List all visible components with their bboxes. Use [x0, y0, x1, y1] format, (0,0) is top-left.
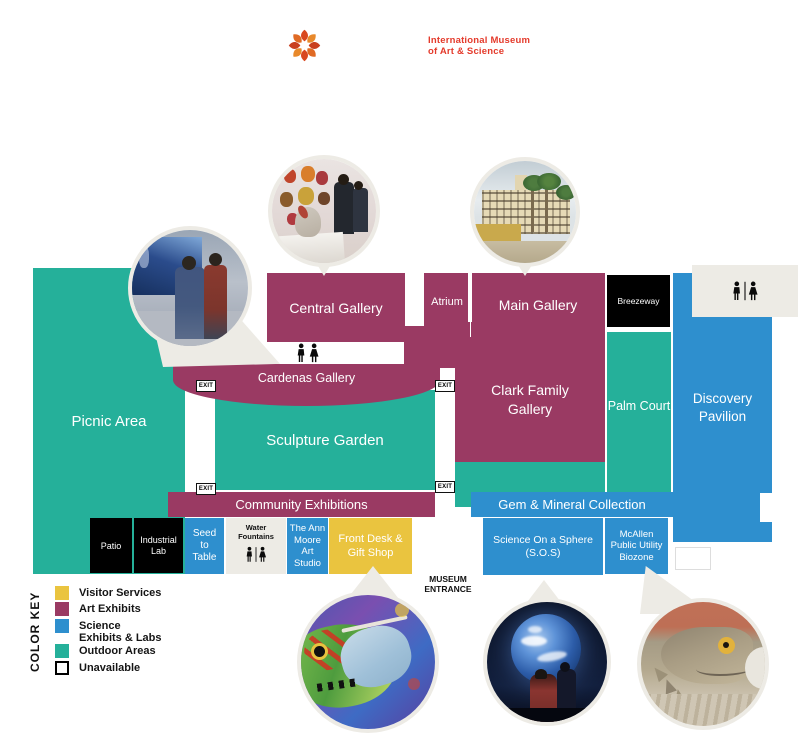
- legend-item-visitor-services: Visitor Services: [55, 586, 161, 600]
- fish-sculpture-photo: [297, 591, 439, 733]
- legend-item-outdoor-areas: Outdoor Areas: [55, 644, 156, 658]
- room-industrial-lab: Industrial Lab: [134, 518, 183, 573]
- room-seed-to-table: Seed to Table: [185, 518, 224, 574]
- room-atrium: Atrium: [424, 273, 470, 331]
- legend-swatch: [55, 586, 69, 600]
- visitors-viewing-screen-photo: [128, 226, 252, 350]
- room-sculpture-garden: Sculpture Garden: [215, 390, 435, 490]
- room-patio: Patio: [90, 518, 132, 573]
- bearded-dragon-photo: [637, 598, 769, 730]
- historic-building-photo: [470, 157, 580, 267]
- masks-exhibit-photo: [268, 155, 380, 267]
- room-community-exhibitions: Community Exhibitions: [168, 492, 435, 517]
- museum-brand-text: International Museum of Art & Science: [428, 35, 531, 57]
- restroom-icon: [293, 342, 323, 364]
- legend-swatch: [55, 661, 69, 675]
- room-ann-moore-art-studio: The Ann Moore Art Studio: [287, 518, 328, 574]
- room-breezeway: Breezeway: [607, 275, 670, 327]
- room-mcallen-biozone: McAllen Public Utility Biozone: [605, 518, 668, 574]
- legend-swatch: [55, 619, 69, 633]
- exit-sign: EXIT: [196, 483, 216, 495]
- legend-item-unavailable: Unavailable: [55, 661, 140, 675]
- science-on-sphere-earth-photo: [483, 598, 611, 726]
- museum-entrance-corridor: [415, 517, 481, 600]
- restroom-icon: [246, 546, 267, 562]
- color-key-title: COLOR KEY: [28, 591, 42, 672]
- exit-sign: EXIT: [196, 380, 216, 392]
- room-main-gallery: Main Gallery: [471, 273, 605, 337]
- restroom-icon: [733, 281, 758, 301]
- room-cardenas-gallery: Cardenas Gallery: [173, 364, 440, 406]
- room-discovery-pavilion: Discovery Pavilion: [673, 273, 772, 542]
- room-central-gallery: Central Gallery: [267, 273, 405, 342]
- imas-pinwheel-logo-icon: [286, 27, 323, 64]
- room-palm-court: Palm Court: [607, 332, 671, 505]
- legend-item-art-exhibits: Art Exhibits: [55, 602, 141, 616]
- room-clark-family-gallery: Clark Family Gallery: [455, 337, 605, 462]
- restroom-area: [692, 265, 798, 317]
- room-gem-mineral-collection: Gem & Mineral Collection: [471, 492, 673, 517]
- room-science-on-a-sphere: Science On a Sphere (S.O.S): [483, 518, 603, 575]
- legend-swatch: [55, 644, 69, 658]
- wall-gap: [468, 273, 472, 322]
- exit-sign: EXIT: [435, 380, 455, 392]
- room-front-desk-gift-shop: Front Desk & Gift Shop: [329, 518, 412, 574]
- museum-entrance-label: MUSEUM ENTRANCE: [424, 574, 472, 594]
- room-water-fountains: Water Fountains: [226, 518, 286, 574]
- legend-item-science-exhibits: Science Exhibits & Labs: [55, 619, 162, 644]
- legend-swatch: [55, 602, 69, 616]
- exit-sign: EXIT: [435, 481, 455, 493]
- wall-notch: [760, 493, 772, 522]
- room-unavailable: [675, 547, 711, 570]
